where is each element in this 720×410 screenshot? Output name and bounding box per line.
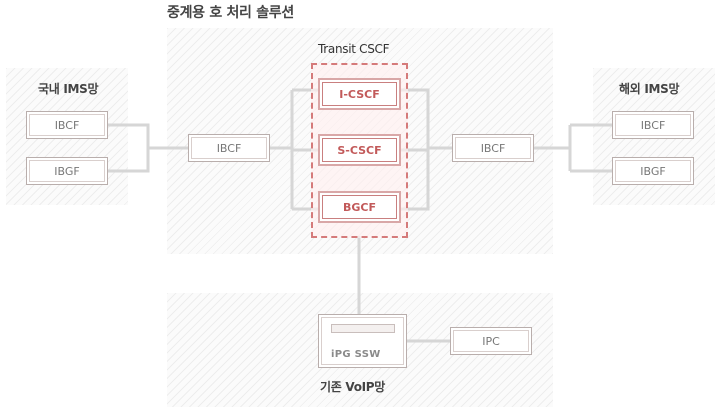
diagram-title: 중계용 호 처리 솔루션 [167,5,294,21]
domestic-ibcf-node: IBCF [26,111,108,139]
ssw-label: iPG SSW [331,349,381,360]
domestic-ims-title: 국내 IMS망 [38,82,99,96]
ipg-ssw-device: iPG SSW [318,314,407,368]
ipc-node: IPC [450,327,532,355]
domestic-ibgf-node: IBGF [26,157,108,185]
ssw-slot [331,324,395,333]
right-ibcf-node: IBCF [452,134,534,162]
overseas-ibgf-node: IBGF [612,157,694,185]
s-cscf-node: S-CSCF [318,134,401,166]
overseas-ibcf-node: IBCF [612,111,694,139]
legacy-voip-title: 기존 VoIP망 [320,380,386,394]
i-cscf-node: I-CSCF [318,78,401,110]
left-ibcf-node: IBCF [188,134,270,162]
bgcf-node: BGCF [318,191,401,223]
transit-cscf-title: Transit CSCF [318,42,390,56]
overseas-ims-title: 해외 IMS망 [619,82,680,96]
